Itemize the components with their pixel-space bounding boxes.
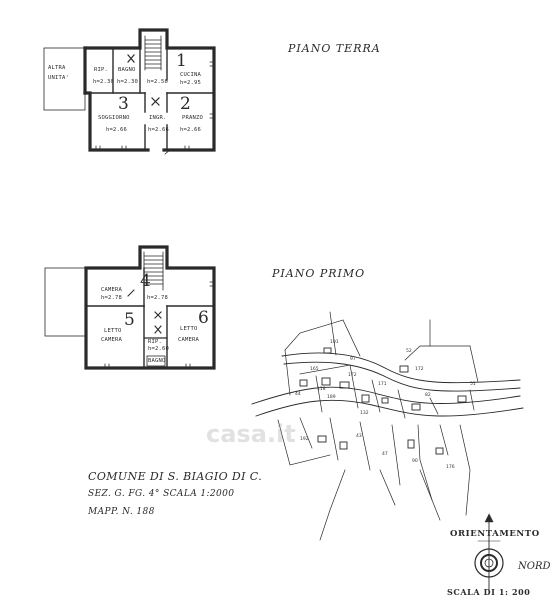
- scale-label: SCALA DI 1: 200: [447, 587, 531, 597]
- svg-text:51: 51: [470, 381, 476, 387]
- first-floor-plan: [44, 245, 216, 370]
- room-bagno-first-label: BAGNO: [148, 358, 166, 364]
- svg-text:101: 101: [330, 339, 339, 345]
- height-camera: h=2.78: [101, 295, 123, 301]
- cadastral-line-comune: COMUNE DI S. BIAGIO DI C.: [88, 470, 263, 483]
- room-camera-label: CAMERA: [101, 287, 123, 293]
- room-number-2: 2: [180, 94, 191, 114]
- svg-text:43: 43: [356, 433, 362, 439]
- first-floor-title: PIANO PRIMO: [272, 267, 366, 280]
- height-pranzo: h=2.66: [180, 127, 202, 133]
- height-rip: h=2.30: [93, 79, 115, 85]
- svg-text:97: 97: [350, 356, 356, 362]
- room-pranzo-label: PRANZO: [182, 115, 204, 121]
- svg-text:172: 172: [348, 372, 357, 378]
- room-letto-a-label: LETTO: [104, 328, 122, 334]
- ground-stairs: [144, 35, 162, 71]
- watermark-logo: casa.it: [206, 420, 296, 448]
- room-letto-b-label: LETTO: [180, 326, 198, 332]
- room-bagno-label: BAGNO: [118, 67, 136, 73]
- svg-text:118: 118: [317, 386, 326, 392]
- height-bagno: h=2.30: [117, 79, 139, 85]
- room-camera-b-label: CAMERA: [178, 337, 200, 343]
- room-ingr-label: INGR.: [149, 115, 167, 121]
- svg-text:47: 47: [382, 451, 388, 457]
- other-unit-label-1: ALTRA: [48, 65, 66, 71]
- cadastral-line-mapp: MAPP. N. 188: [88, 507, 155, 517]
- height-ingr: h=2.66: [148, 127, 170, 133]
- north-label: NORD: [518, 561, 551, 572]
- height-scala: h=2.56: [147, 79, 169, 85]
- svg-text:176: 176: [446, 464, 455, 470]
- svg-text:44: 44: [295, 391, 301, 397]
- other-unit-label-2: UNITA': [48, 75, 70, 81]
- room-soggiorno-label: SOGGIORNO: [98, 115, 130, 121]
- room-rip-label: RIP.: [94, 67, 109, 73]
- ground-floor-title: PIANO TERRA: [288, 42, 381, 55]
- svg-text:165: 165: [310, 366, 319, 372]
- height-soggiorno: h=2.66: [106, 127, 128, 133]
- svg-text:82: 82: [425, 392, 431, 398]
- svg-text:90: 90: [412, 458, 418, 464]
- ground-floor-plan: [43, 28, 216, 155]
- room-rip-first-label: RIP.: [148, 339, 163, 345]
- first-stairs: [143, 251, 164, 291]
- compass-rose: [474, 513, 504, 595]
- room-number-6: 6: [198, 308, 209, 328]
- room-number-3: 3: [118, 94, 129, 114]
- height-rip-first: h=2.60: [148, 346, 170, 352]
- svg-text:52: 52: [406, 348, 412, 354]
- cadastral-line-sez: SEZ. G. FG. 4° SCALA 1:2000: [88, 489, 235, 499]
- room-camera-a-label: CAMERA: [101, 337, 123, 343]
- svg-text:132: 132: [360, 410, 369, 416]
- first-other-unit-outline: [44, 267, 87, 337]
- room-cucina-label: CUCINA: [180, 72, 202, 78]
- cadastral-map: 101 97 165 172 171 172 52 44 189 82 192 43 47 90 1…: [251, 311, 524, 541]
- room-number-5: 5: [124, 310, 135, 330]
- svg-text:189: 189: [327, 394, 336, 400]
- room-number-1: 1: [176, 51, 187, 71]
- room-number-4: 4: [140, 271, 151, 291]
- height-scala-first: h=2.78: [147, 295, 169, 301]
- svg-text:172: 172: [415, 366, 424, 372]
- svg-text:192: 192: [300, 436, 309, 442]
- height-cucina: h=2.95: [180, 80, 202, 86]
- svg-text:171: 171: [378, 381, 387, 387]
- orientation-label: ORIENTAMENTO: [450, 529, 540, 539]
